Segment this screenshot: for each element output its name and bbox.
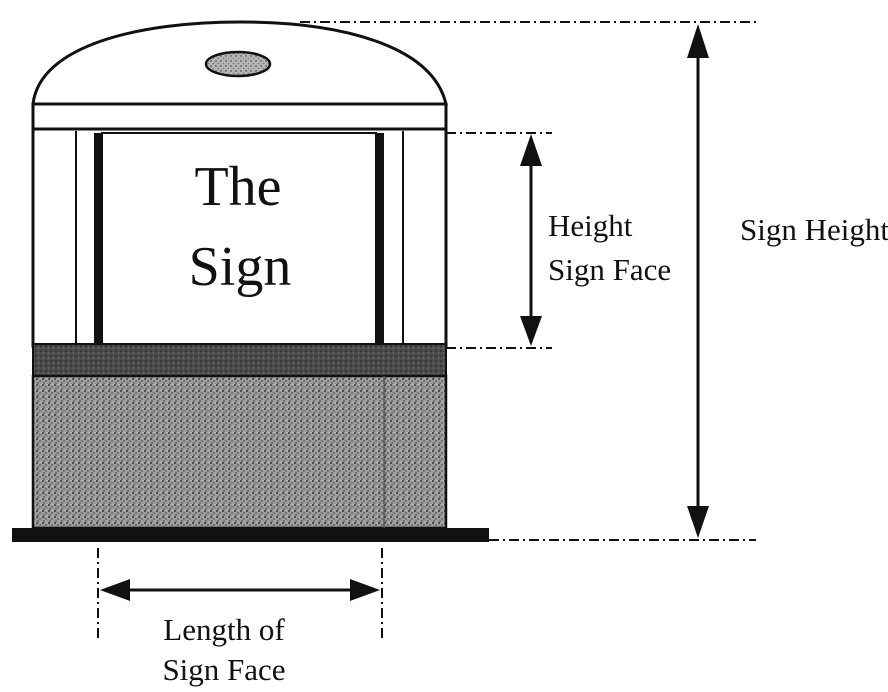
length-sign-face-label-line1: Length of <box>163 612 285 647</box>
sign-height-arrowhead-up <box>687 24 709 58</box>
right-post-inner <box>376 133 384 344</box>
height-sign-face-label-line2: Sign Face <box>548 252 671 287</box>
sign-text-line2: Sign <box>189 236 292 298</box>
face-height-arrowhead-down <box>520 316 542 346</box>
sign-base-block <box>31 374 448 530</box>
left-post-inner <box>94 133 102 344</box>
sign-height-arrowhead-down <box>687 506 709 538</box>
sign-face-panel <box>101 132 377 345</box>
sign-cap-band <box>31 102 448 131</box>
sign-height-label: Sign Height <box>740 212 888 247</box>
length-sign-face-label-line2: Sign Face <box>162 652 285 687</box>
sign-height-dimension <box>300 21 756 541</box>
sign-structure <box>12 20 489 542</box>
ground-line <box>12 528 489 542</box>
length-arrowhead-left <box>100 579 130 601</box>
dome-light <box>204 50 272 78</box>
face-height-arrowhead-up <box>520 134 542 166</box>
length-sign-face-dimension <box>97 548 383 640</box>
sign-text-line1: The <box>194 156 281 218</box>
height-sign-face-dimension <box>446 132 552 349</box>
height-sign-face-label-line1: Height <box>548 208 633 243</box>
sign-dark-band <box>32 343 447 377</box>
length-arrowhead-right <box>350 579 380 601</box>
